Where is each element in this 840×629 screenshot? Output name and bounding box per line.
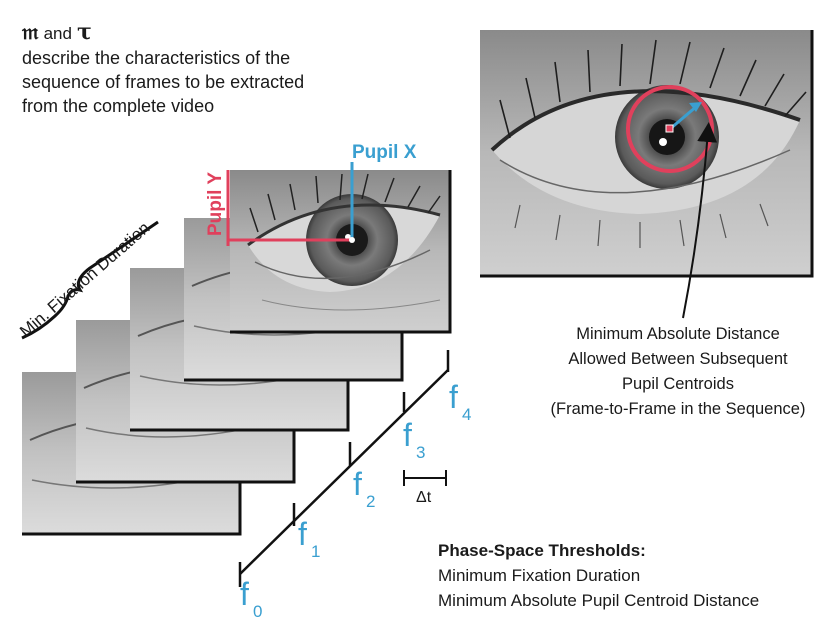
pupil-x-label: Pupil X <box>352 142 417 163</box>
annotation-line-4: (Frame-to-Frame in the Sequence) <box>550 400 806 418</box>
frame-label-f1: f <box>298 516 307 552</box>
frame-sub-0: 0 <box>253 602 262 621</box>
and-word: and <box>43 24 72 43</box>
frame-label-f0: f <box>240 576 249 612</box>
frame-label-f3: f <box>403 417 412 453</box>
centroid-marker <box>665 124 674 133</box>
fixation-brace <box>21 220 159 340</box>
annotation-line-2: Allowed Between Subsequent <box>568 350 788 368</box>
timeline-axis <box>239 369 449 575</box>
annotation-line-3: Pupil Centroids <box>622 375 734 393</box>
intro-line-3: from the complete video <box>22 96 215 116</box>
symbol-m: 𝔪 <box>22 19 39 45</box>
frame-label-f4: f <box>449 379 458 415</box>
callout-arrow <box>682 122 718 319</box>
threshold-item-2: Minimum Absolute Pupil Centroid Distance <box>438 591 760 610</box>
frame-sub-3: 3 <box>416 443 425 462</box>
frame-sub-2: 2 <box>366 492 375 511</box>
frame-sub-1: 1 <box>311 542 320 561</box>
frame-label-f2: f <box>353 466 362 502</box>
intro-text: 𝔪 and τ describe the characteristics of … <box>22 20 304 118</box>
intro-symbols-line: 𝔪 and τ <box>22 20 304 46</box>
thresholds-block: Phase-Space Thresholds: Minimum Fixation… <box>438 538 759 613</box>
closeup-eye-image <box>480 30 814 278</box>
annotation-line-1: Minimum Absolute Distance <box>576 325 780 343</box>
delta-t-label: Δt <box>416 489 432 506</box>
intro-line-1: describe the characteristics of the <box>22 48 291 68</box>
pupil-y-label: Pupil Y <box>205 172 226 236</box>
distance-annotation: Minimum Absolute Distance Allowed Betwee… <box>518 322 838 422</box>
intro-line-2: sequence of frames to be extracted <box>22 72 305 92</box>
centroid-arrow-head <box>689 102 702 112</box>
pupil-center-dot <box>349 237 355 243</box>
frame-4 <box>230 170 452 334</box>
thresholds-heading: Phase-Space Thresholds: <box>438 541 646 560</box>
centroid-distance-arrow <box>669 104 698 131</box>
threshold-item-1: Minimum Fixation Duration <box>438 566 641 585</box>
frame-sub-4: 4 <box>462 405 471 424</box>
symbol-tau: τ <box>76 19 92 45</box>
